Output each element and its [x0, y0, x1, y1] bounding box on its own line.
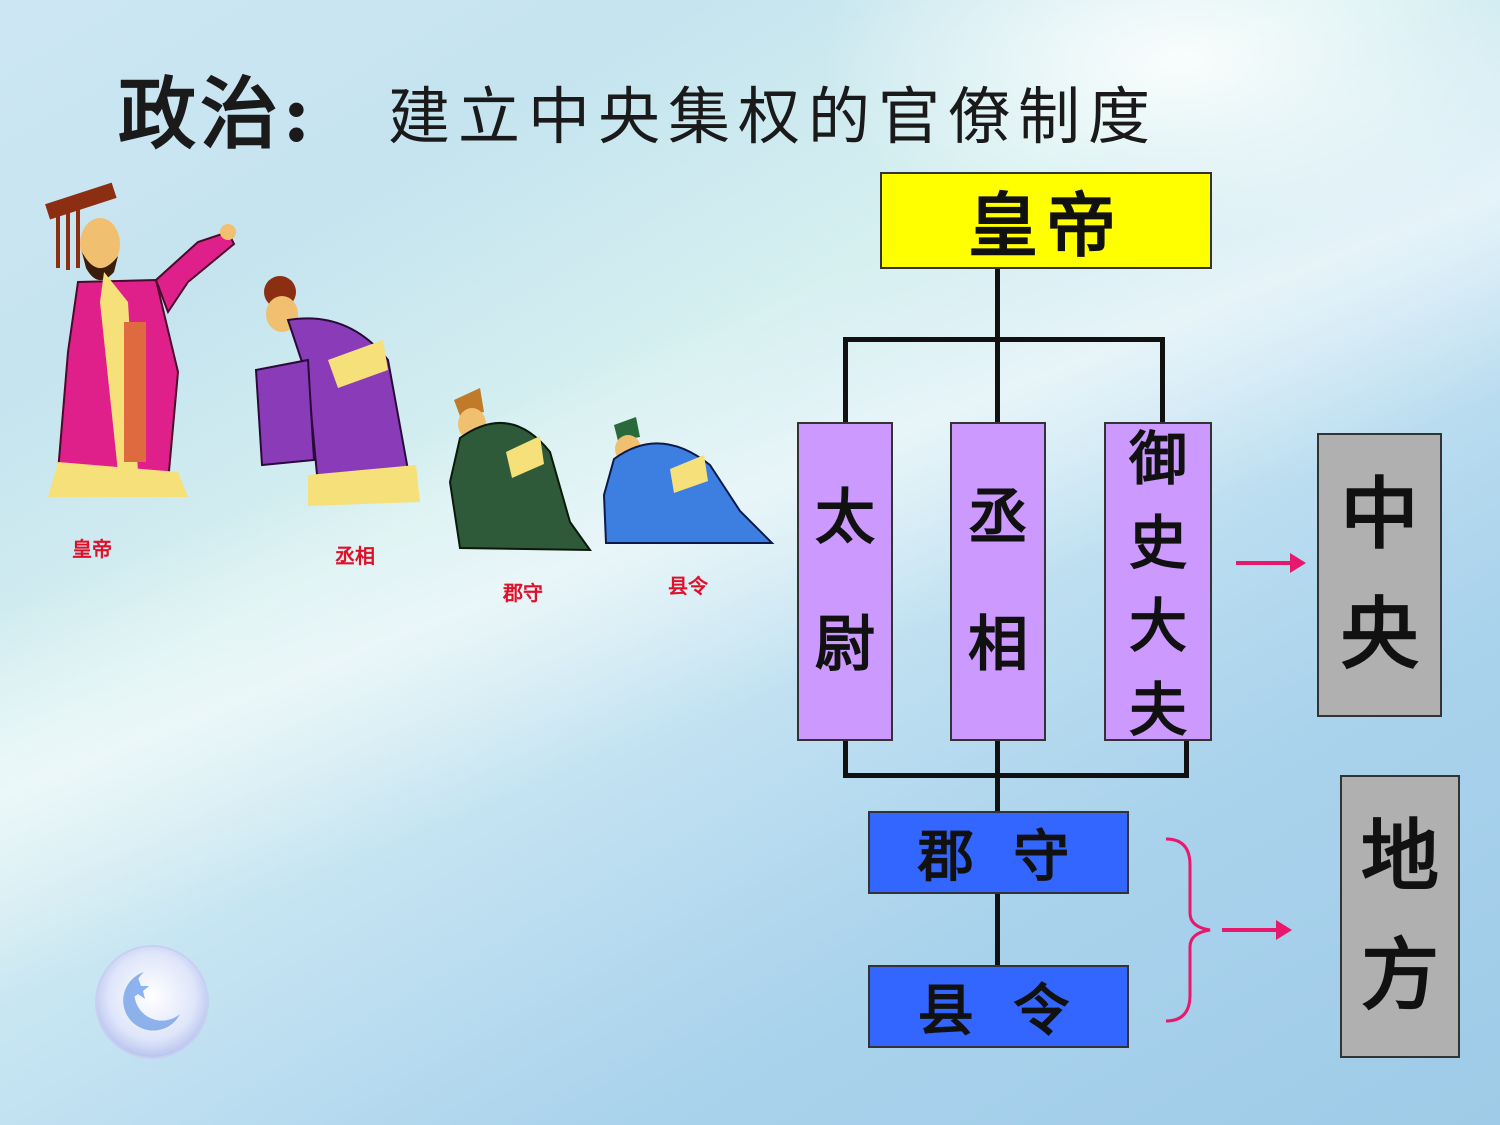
- taiwei-text-1: 太: [815, 482, 875, 553]
- central-arrow: [1236, 553, 1306, 573]
- chengxiang-text-1: 丞: [968, 482, 1028, 553]
- taiwei-box: 太 尉: [797, 422, 893, 741]
- connector-taiwei-up: [843, 337, 848, 425]
- connector-central-top: [843, 337, 1165, 342]
- yushidafu-text-4: 夫: [1128, 675, 1187, 744]
- yushidafu-text-1: 御: [1128, 425, 1187, 493]
- connector-yushi-up: [1160, 337, 1165, 425]
- local-brace: [1165, 837, 1211, 1023]
- connector-taiwei-down: [843, 740, 848, 778]
- xianling-box-text: 县 令: [917, 979, 1080, 1044]
- magistrate-figure: [602, 417, 775, 544]
- connector-junshou-xianling: [995, 893, 1000, 967]
- junshou-box-text: 郡 守: [917, 825, 1080, 890]
- connector-yushi-down: [1184, 740, 1189, 778]
- local-arrow: [1222, 920, 1292, 940]
- connector-chengxiang-down: [995, 740, 1000, 813]
- local-text-1: 地: [1360, 811, 1439, 902]
- yushidafu-box: 御 史 大 夫: [1104, 422, 1212, 741]
- page-subtitle: 建立中央集权的官僚制度: [388, 80, 1159, 153]
- central-text-1: 中: [1340, 470, 1419, 560]
- chengxiang-text-2: 相: [968, 610, 1028, 681]
- xianling-box: 县 令: [868, 965, 1129, 1048]
- yushidafu-text-2: 史: [1128, 508, 1187, 577]
- magistrate-label: 县令: [668, 574, 708, 598]
- moon-star-icon: [95, 945, 209, 1059]
- central-category-box: 中 央: [1317, 433, 1442, 717]
- governor-label: 郡守: [503, 581, 543, 605]
- yushidafu-text-3: 大: [1128, 592, 1187, 661]
- page-title: 政治:: [118, 69, 315, 160]
- local-text-2: 方: [1360, 931, 1439, 1022]
- taiwei-text-2: 尉: [815, 610, 875, 681]
- emperor-box: 皇帝: [880, 172, 1212, 269]
- connector-central-bottom: [843, 773, 1189, 778]
- emperor-box-text: 皇帝: [968, 185, 1124, 267]
- junshou-box: 郡 守: [868, 811, 1129, 894]
- emperor-label: 皇帝: [72, 537, 112, 561]
- chengxiang-box: 丞 相: [950, 422, 1046, 741]
- chancellor-label: 丞相: [335, 544, 375, 568]
- emperor-figure: [45, 182, 236, 497]
- central-text-2: 央: [1340, 590, 1419, 680]
- connector-emperor-down: [995, 268, 1000, 424]
- local-category-box: 地 方: [1340, 775, 1460, 1058]
- chancellor-figure: [254, 276, 420, 506]
- governor-figure: [448, 388, 592, 552]
